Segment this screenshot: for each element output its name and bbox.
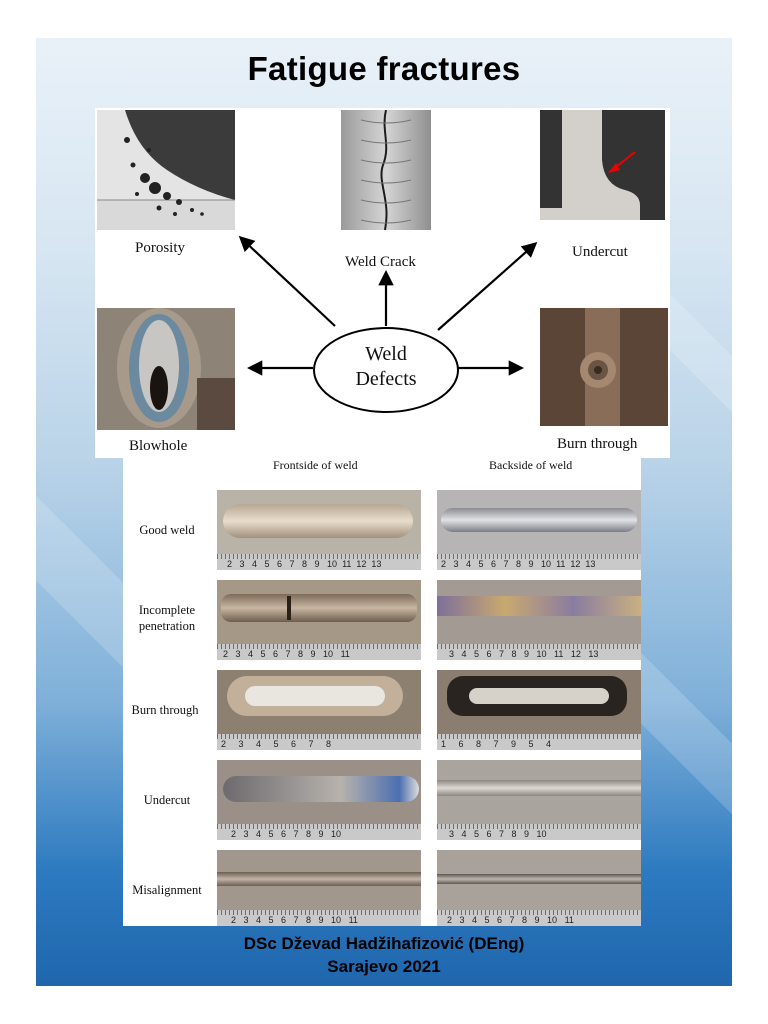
row-label: Undercut	[143, 793, 191, 807]
back-photo: 2 3 4 5 6 7 8 9 10 11 12 13	[437, 490, 641, 570]
column-header-front: Frontside of weld	[273, 458, 358, 472]
burn-through-photo	[540, 308, 668, 426]
burn-through-label: Burn through	[557, 436, 638, 452]
back-photo: 2 3 4 5 6 7 8 9 10 11	[437, 850, 641, 926]
node-line-1: Weld	[365, 343, 407, 365]
row-label: Good weld	[139, 523, 195, 537]
porosity-label: Porosity	[135, 240, 186, 256]
footer-author: DSc Dževad Hadžihafizović (DEng)	[243, 934, 525, 953]
row-label: Burn through	[131, 703, 199, 717]
undercut-label: Undercut	[572, 244, 628, 260]
back-photo: 1 6 8 7 9 5 4	[437, 670, 641, 750]
blowhole-label: Blowhole	[129, 438, 188, 454]
weld-comparison-table: Frontside of weld Backside of weld Good …	[123, 458, 641, 926]
row-label: Misalignment	[132, 883, 202, 897]
node-line-2: Defects	[355, 368, 417, 390]
slide: Fatigue fractures Porosity	[36, 38, 732, 986]
front-photo: 2 3 4 5 6 7 8 9 10 11	[217, 580, 421, 660]
back-photo: 3 4 5 6 7 8 9 10	[437, 760, 641, 840]
front-photo: 2 3 4 5 6 7 8 9 10 11	[217, 850, 421, 926]
slide-title: Fatigue fractures	[247, 50, 521, 87]
back-photo: 3 4 5 6 7 8 9 10 11 12 13	[437, 580, 641, 660]
footer-place-year: Sarajevo 2021	[327, 957, 441, 976]
weld-defects-node: Weld Defects	[314, 342, 458, 392]
weld-crack-photo	[341, 110, 431, 230]
front-photo: 2 3 4 5 6 7 8	[217, 670, 421, 750]
porosity-photo	[97, 110, 235, 230]
front-photo: 2 3 4 5 6 7 8 9 10 11 12 13	[217, 490, 421, 570]
column-header-back: Backside of weld	[489, 458, 573, 472]
front-photo: 2 3 4 5 6 7 8 9 10	[217, 760, 421, 840]
weld-defects-diagram: Porosity Weld Crack Undercut	[95, 108, 670, 458]
undercut-photo	[540, 110, 665, 220]
diagram-arrows	[238, 235, 538, 413]
weld-crack-label: Weld Crack	[345, 254, 416, 270]
row-label: Incomplete penetration	[138, 603, 196, 633]
blowhole-photo	[97, 308, 235, 430]
